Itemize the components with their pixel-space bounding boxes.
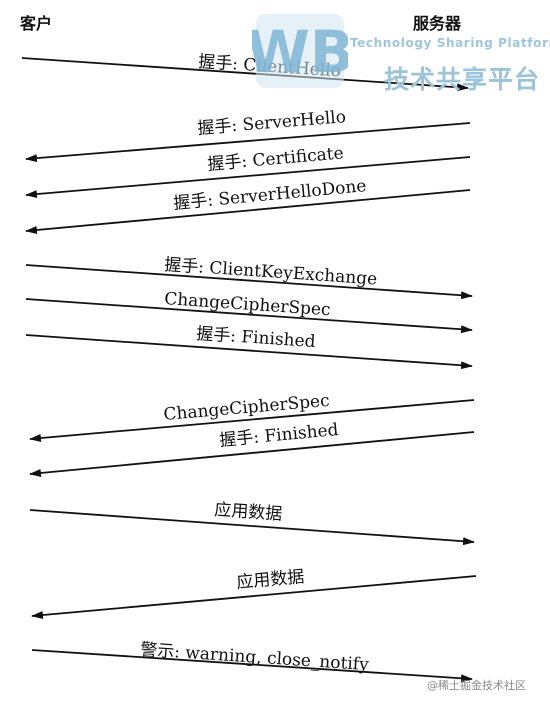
- message-arrow: [25, 264, 473, 300]
- message-11: 应用数据: [31, 567, 477, 619]
- message-label: ChangeCipherSpec: [164, 289, 332, 320]
- message-arrow: [29, 399, 475, 443]
- message-label: 警示: warning, close_notify: [140, 640, 370, 675]
- message-5: 握手: ClientKeyExchange: [25, 255, 473, 300]
- actor-client-label: 客户: [20, 14, 53, 33]
- message-12: 警示: warning, close_notify: [31, 640, 473, 683]
- message-arrow: [31, 575, 477, 619]
- message-9: 握手: Finished: [29, 420, 475, 477]
- message-arrow: [25, 156, 471, 199]
- message-arrow: [29, 509, 475, 546]
- message-arrow: [21, 57, 469, 92]
- message-label: 应用数据: [214, 500, 283, 525]
- message-7: 握手: Finished: [25, 324, 473, 370]
- message-6: ChangeCipherSpec: [25, 289, 473, 334]
- message-label: 握手: ClientKeyExchange: [164, 255, 378, 289]
- actor-server-label: 服务器: [413, 14, 462, 33]
- watermark-tagline: Technology Sharing Platform: [350, 36, 550, 50]
- watermark: WB Technology Sharing Platform 技术共享平台: [252, 8, 550, 94]
- message-arrow: [25, 334, 473, 370]
- message-10: 应用数据: [29, 500, 475, 546]
- source-credit: @稀土掘金技术社区: [427, 679, 526, 692]
- message-arrow: [25, 122, 471, 163]
- watermark-logo-text: WB: [252, 18, 348, 86]
- watermark-platform: 技术共享平台: [384, 65, 541, 94]
- message-4: 握手: ServerHelloDone: [25, 176, 471, 234]
- watermark-logo-icon: WB: [252, 14, 348, 88]
- message-arrow: [31, 649, 473, 683]
- message-label: 应用数据: [236, 567, 305, 593]
- message-arrow: [25, 298, 473, 334]
- message-arrow: [25, 189, 471, 234]
- message-arrow: [29, 431, 475, 477]
